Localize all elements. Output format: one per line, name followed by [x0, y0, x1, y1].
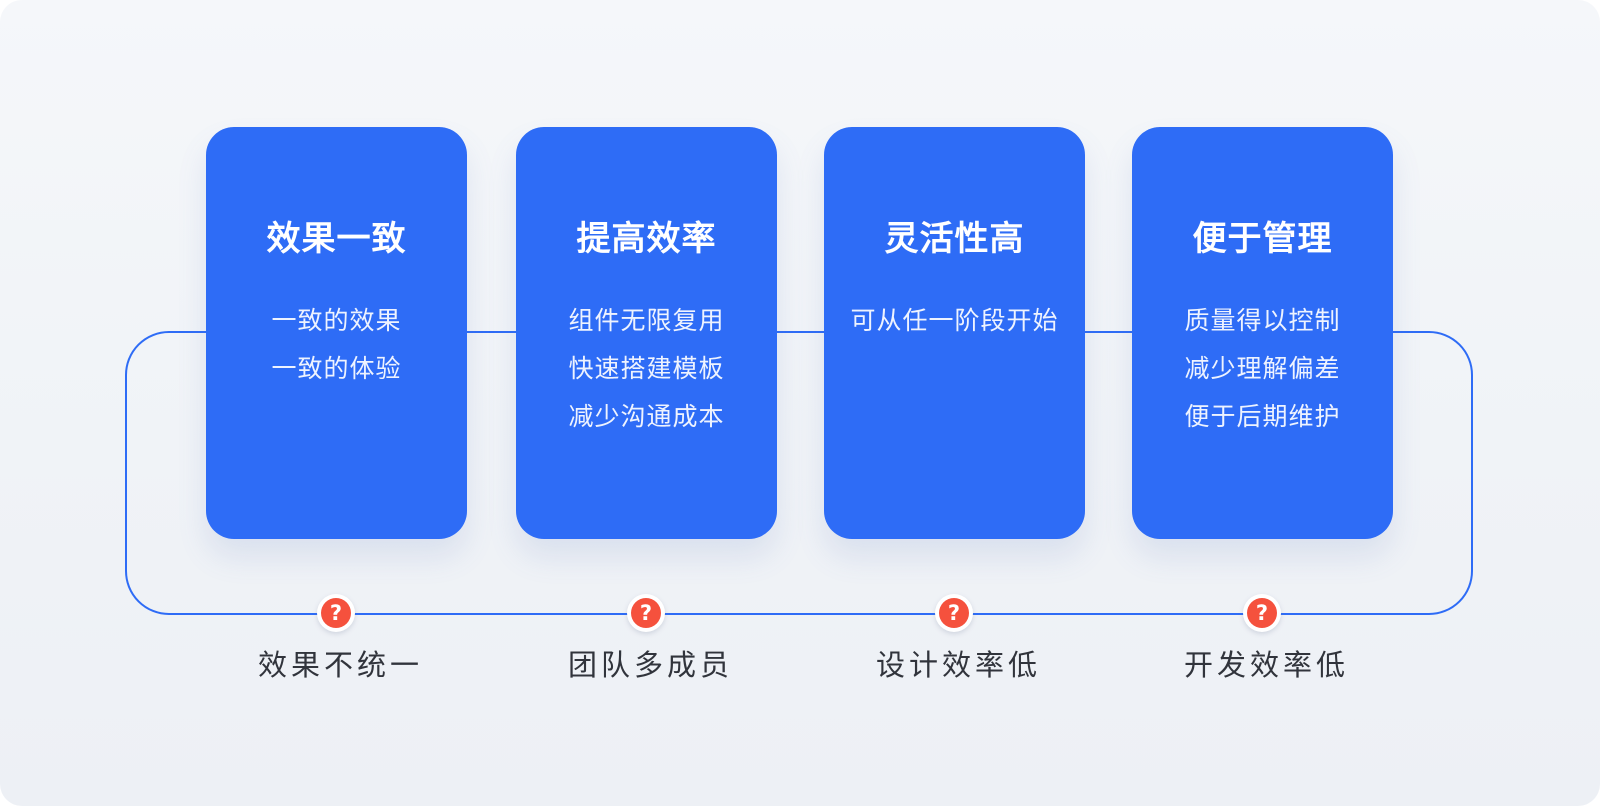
card-item: 减少沟通成本 — [568, 402, 725, 431]
question-badge: ? — [317, 594, 355, 632]
card-title: 灵活性高 — [884, 219, 1025, 259]
issue-label-inconsistent-effect: 效果不统一 — [257, 648, 423, 682]
card-item: 减少理解偏差 — [1184, 354, 1341, 383]
feature-card-improve-efficiency: 提高效率 组件无限复用 快速搭建模板 减少沟通成本 — [516, 127, 777, 539]
card-item-list: 可从任一阶段开始 — [824, 297, 1085, 345]
question-badge: ? — [1243, 594, 1281, 632]
card-item: 一致的体验 — [271, 354, 402, 383]
question-mark-icon: ? — [1247, 598, 1277, 628]
card-item-list: 组件无限复用 快速搭建模板 减少沟通成本 — [516, 297, 777, 441]
card-item: 便于后期维护 — [1184, 402, 1341, 431]
issue-label-multi-member-team: 团队多成员 — [567, 648, 733, 682]
card-item: 质量得以控制 — [1184, 306, 1341, 335]
issue-label-low-design-efficiency: 设计效率低 — [875, 648, 1041, 682]
card-title: 便于管理 — [1192, 219, 1333, 259]
connector-loop-line — [125, 331, 1473, 615]
question-badge: ? — [935, 594, 973, 632]
feature-card-high-flexibility: 灵活性高 可从任一阶段开始 — [824, 127, 1085, 539]
feature-card-easy-management: 便于管理 质量得以控制 减少理解偏差 便于后期维护 — [1132, 127, 1393, 539]
question-mark-icon: ? — [939, 598, 969, 628]
question-mark-icon: ? — [321, 598, 351, 628]
card-item: 可从任一阶段开始 — [850, 306, 1059, 335]
card-item: 快速搭建模板 — [568, 354, 725, 383]
card-item-list: 一致的效果 一致的体验 — [206, 297, 467, 393]
card-item: 组件无限复用 — [568, 306, 725, 335]
issue-label-low-dev-efficiency: 开发效率低 — [1183, 648, 1349, 682]
question-badge: ? — [627, 594, 665, 632]
card-title: 效果一致 — [266, 219, 407, 259]
card-item: 一致的效果 — [271, 306, 402, 335]
question-mark-icon: ? — [631, 598, 661, 628]
feature-card-consistent-effect: 效果一致 一致的效果 一致的体验 — [206, 127, 467, 539]
card-title: 提高效率 — [576, 219, 717, 259]
card-item-list: 质量得以控制 减少理解偏差 便于后期维护 — [1132, 297, 1393, 441]
